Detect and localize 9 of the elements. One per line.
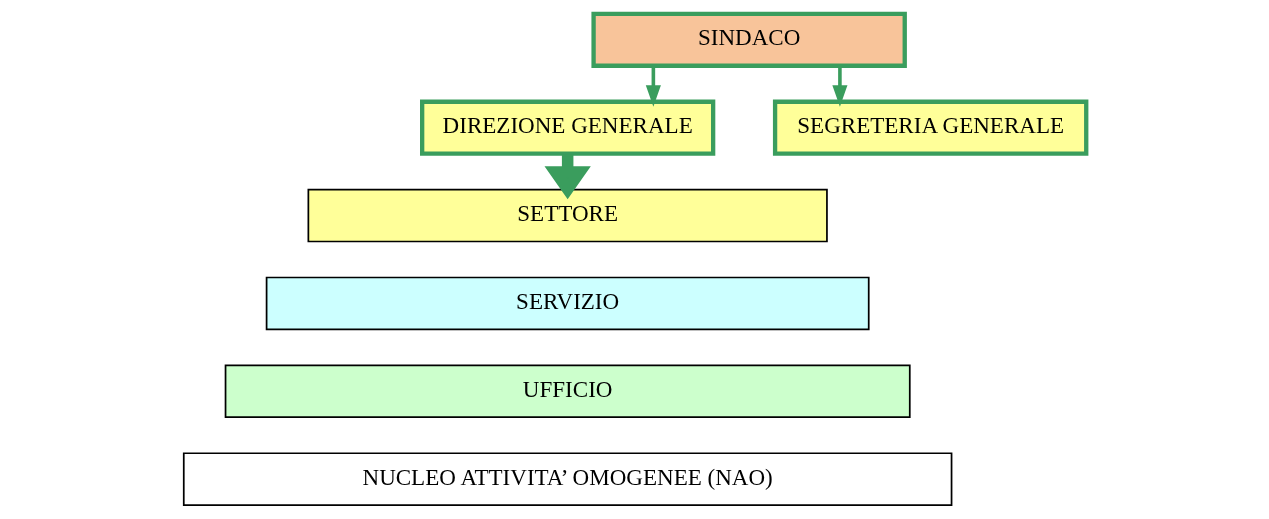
node-box: DIREZIONE GENERALE (419, 99, 715, 156)
node-box: SINDACO (590, 11, 907, 68)
node-box: SERVIZIO (265, 276, 870, 331)
node-box: UFFICIO (224, 364, 911, 419)
node-box: NUCLEO ATTIVITA’ OMOGENEE (NAO) (182, 452, 952, 506)
arrow (831, 66, 847, 107)
arrow (645, 66, 661, 107)
node-box: SEGRETERIA GENERALE (772, 99, 1088, 156)
node-box: SETTORE (307, 188, 828, 243)
